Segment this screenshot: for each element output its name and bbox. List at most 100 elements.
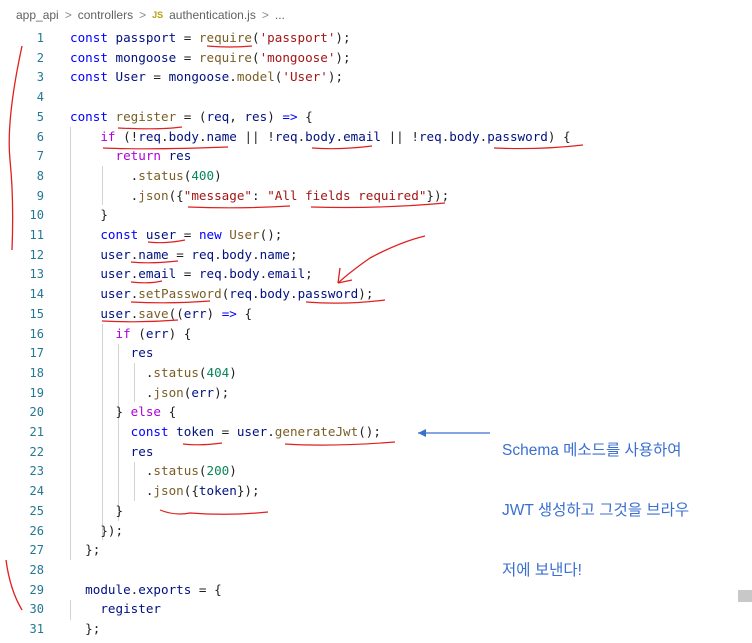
code-line[interactable]: 20 } else { xyxy=(0,402,177,422)
code-token: status xyxy=(138,167,184,183)
code-line[interactable]: 7 return res xyxy=(0,146,192,166)
code-token: const xyxy=(70,30,116,45)
code-token: ( xyxy=(198,463,207,479)
code-line[interactable]: 6 if (!req.body.name || !req.body.email … xyxy=(0,127,571,147)
code-token: ) { xyxy=(547,128,571,144)
code-token: { xyxy=(297,108,313,124)
code-line[interactable]: 19 .json(err); xyxy=(0,383,230,403)
code-token xyxy=(70,148,116,163)
line-number: 25 xyxy=(29,503,44,518)
code-token: . xyxy=(198,128,207,144)
code-token: user xyxy=(100,266,131,282)
code-text: user.setPassword(req.body.password); xyxy=(70,284,373,304)
code-line[interactable]: 31 }; xyxy=(0,619,101,639)
chevron-right-icon: > xyxy=(139,8,147,22)
code-line[interactable]: 16 if (err) { xyxy=(0,324,192,344)
code-token: . xyxy=(161,128,169,144)
code-token: User xyxy=(115,69,146,85)
line-number: 30 xyxy=(29,602,44,617)
code-token: : xyxy=(252,187,268,203)
code-text: const User = mongoose.model('User'); xyxy=(70,67,343,87)
indent-guide xyxy=(70,127,71,560)
code-line[interactable]: 26 }); xyxy=(0,521,124,541)
line-number: 26 xyxy=(29,523,44,538)
code-token: . xyxy=(70,384,154,400)
breadcrumb-folder[interactable]: app_api xyxy=(16,8,59,22)
code-token: => xyxy=(221,305,237,321)
code-text: return res xyxy=(70,146,192,166)
code-token: const xyxy=(70,69,116,85)
code-token: passport xyxy=(115,30,177,45)
code-token: name xyxy=(206,128,237,144)
code-token: { xyxy=(236,305,253,321)
code-token: . xyxy=(70,187,139,203)
code-token: ( xyxy=(274,69,283,85)
javascript-file-icon: JS xyxy=(152,10,164,20)
code-line[interactable]: 23 .status(200) xyxy=(0,461,237,481)
code-token: ); xyxy=(358,286,374,302)
code-token: = xyxy=(176,227,199,242)
code-line[interactable]: 25 } xyxy=(0,501,124,521)
code-line[interactable]: 29 module.exports = { xyxy=(0,580,222,600)
code-text: const user = new User(); xyxy=(70,225,282,245)
code-token: . xyxy=(252,286,260,302)
code-token: }); xyxy=(70,522,124,538)
code-line[interactable]: 21 const token = user.generateJwt(); xyxy=(0,422,381,442)
code-line[interactable]: 4 xyxy=(0,87,70,107)
code-line[interactable]: 9 .json({"message": "All fields required… xyxy=(0,186,449,206)
indent-guide xyxy=(118,344,119,521)
breadcrumb-symbols[interactable]: ... xyxy=(274,8,285,22)
code-line[interactable]: 24 .json({token}); xyxy=(0,481,260,501)
code-token: register xyxy=(115,108,177,124)
line-number: 27 xyxy=(29,543,44,558)
code-token: } xyxy=(70,207,108,223)
line-number: 5 xyxy=(36,109,44,124)
code-token: token xyxy=(176,424,215,439)
code-text: user.name = req.body.name; xyxy=(70,245,297,265)
code-line[interactable]: 11 const user = new User(); xyxy=(0,225,283,245)
code-line[interactable]: 28 xyxy=(0,560,70,580)
code-line[interactable]: 18 .status(404) xyxy=(0,363,237,383)
scrollbar-thumb[interactable] xyxy=(738,590,752,602)
line-number: 22 xyxy=(29,444,44,459)
code-line[interactable]: 12 user.name = req.body.name; xyxy=(0,245,298,265)
code-token: ( xyxy=(198,364,207,380)
handwritten-annotation: Schema 메소드를 사용하여 JWT 생성하고 그것을 브라우 저에 보낸다… xyxy=(502,401,752,601)
code-text: const passport = require('passport'); xyxy=(70,28,351,48)
code-line[interactable]: 17 res xyxy=(0,343,154,363)
code-line[interactable]: 27 }; xyxy=(0,540,101,560)
code-token: || ! xyxy=(236,128,275,144)
code-token xyxy=(70,129,100,144)
code-token: ) xyxy=(214,167,222,183)
line-number: 6 xyxy=(36,129,44,144)
code-token: . xyxy=(214,246,222,262)
code-token: . xyxy=(70,167,139,183)
code-token: json xyxy=(153,483,184,499)
line-number: 23 xyxy=(29,464,44,479)
code-line[interactable]: 8 .status(400) xyxy=(0,166,222,186)
code-token: ( xyxy=(252,30,260,45)
code-token: => xyxy=(282,108,298,124)
indent-guide xyxy=(70,600,71,620)
code-line[interactable]: 14 user.setPassword(req.body.password); xyxy=(0,284,374,304)
code-token: generateJwt xyxy=(274,424,359,439)
code-line[interactable]: 22 res xyxy=(0,442,154,462)
code-line[interactable]: 10 } xyxy=(0,205,108,225)
breadcrumb-file[interactable]: authentication.js xyxy=(169,8,256,22)
code-token: . xyxy=(70,463,154,479)
line-number: 13 xyxy=(29,267,44,282)
breadcrumb-subfolder[interactable]: controllers xyxy=(77,8,134,22)
code-token: req xyxy=(198,266,222,282)
code-line[interactable]: 30 register xyxy=(0,599,161,619)
code-line[interactable]: 15 user.save((err) => { xyxy=(0,304,253,324)
code-token: . xyxy=(479,128,488,144)
code-token: const xyxy=(130,424,177,439)
code-line[interactable]: 13 user.email = req.body.email; xyxy=(0,264,313,284)
code-token: json xyxy=(153,384,184,400)
code-token: . xyxy=(259,266,268,282)
